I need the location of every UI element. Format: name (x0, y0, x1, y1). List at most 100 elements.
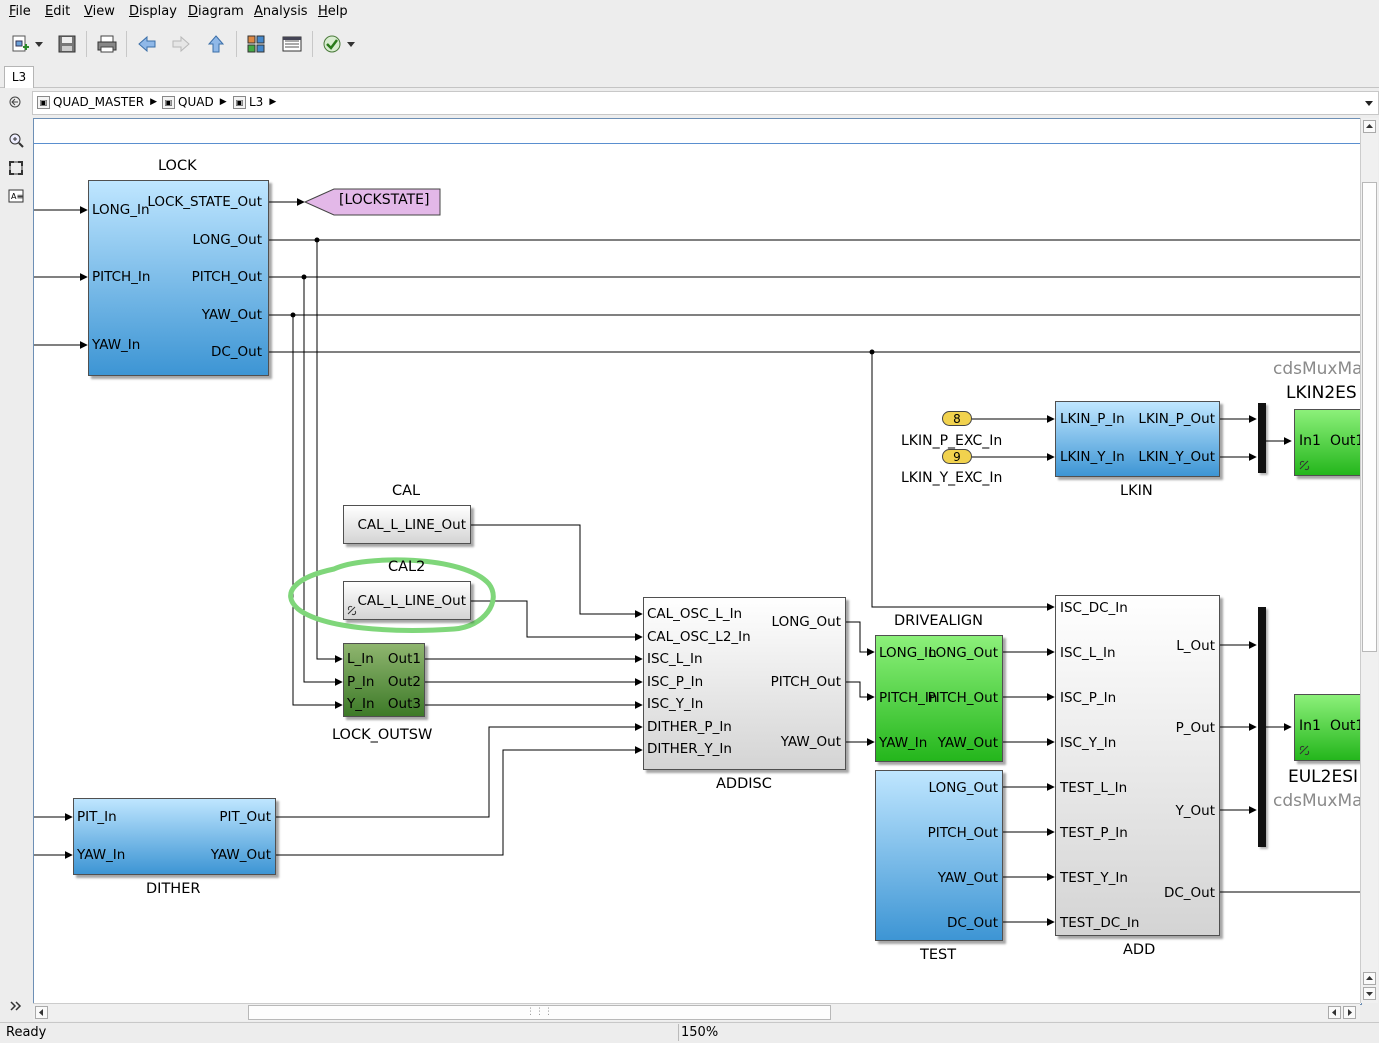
back-arrow-icon[interactable] (135, 32, 159, 56)
canvas-top-border (34, 143, 1361, 144)
drivealign-block[interactable]: LONG_In PITCH_In YAW_In LONG_Out PITCH_O… (875, 635, 1003, 762)
port-cal-osc-l-in: CAL_OSC_L_In (647, 606, 743, 622)
const-9-label: LKIN_Y_EXC_In (901, 470, 1003, 486)
port-lkin-y-out: LKIN_Y_Out (1138, 449, 1215, 465)
library-browser-icon[interactable] (244, 32, 268, 56)
addisc-title: ADDISC (716, 776, 772, 792)
lkin-block[interactable]: LKIN_P_In LKIN_Y_In LKIN_P_Out LKIN_Y_Ou… (1055, 401, 1220, 477)
lockstate-goto-tag[interactable] (304, 188, 444, 218)
port-cal-osc-l2-in: CAL_OSC_L2_In (647, 629, 751, 645)
annotation-icon[interactable]: A≡ (6, 186, 26, 206)
port-y-out: Y_Out (1175, 803, 1215, 819)
breadcrumb-quad-master[interactable]: ▣ QUAD_MASTER ▶ (37, 95, 157, 109)
svg-text:A≡: A≡ (11, 192, 23, 201)
port-yaw-in: YAW_In (879, 735, 928, 751)
scroll-left-icon[interactable] (1328, 1006, 1341, 1019)
menu-help[interactable]: Help (318, 4, 348, 19)
check-dropdown-icon[interactable] (344, 32, 358, 56)
lock-block[interactable]: LONG_In PITCH_In YAW_In LOCK_STATE_Out L… (88, 180, 269, 376)
breadcrumb-dropdown-icon[interactable] (1364, 97, 1374, 112)
fit-view-icon[interactable] (6, 158, 26, 178)
subsystem-icon: ▣ (162, 95, 175, 109)
add-block[interactable]: ISC_DC_In ISC_L_In ISC_P_In ISC_Y_In TES… (1055, 595, 1220, 936)
port-long-out: LONG_Out (192, 232, 262, 248)
port-y-in: Y_In (347, 696, 375, 712)
cal-title: CAL (392, 483, 421, 499)
const-8[interactable]: 8 (942, 411, 972, 426)
horizontal-scroll-thumb[interactable]: ⋮⋮⋮ (248, 1005, 831, 1020)
port-long-out: LONG_Out (928, 780, 998, 796)
expand-palette-icon[interactable] (6, 996, 26, 1016)
hide-explorer-icon[interactable] (8, 95, 22, 109)
dither-block[interactable]: PIT_In YAW_In PIT_Out YAW_Out (73, 798, 276, 875)
port-yaw-out: YAW_Out (201, 307, 262, 323)
model-canvas[interactable]: LOCK LONG_In PITCH_In YAW_In LOCK_STATE_… (33, 118, 1362, 1005)
scroll-down-icon[interactable] (1363, 987, 1376, 1000)
zoom-field: 150% (678, 1024, 1379, 1041)
port-p-out: P_Out (1175, 720, 1215, 736)
scroll-up-icon[interactable] (1363, 972, 1376, 985)
zoom-level: 150% (681, 1025, 719, 1040)
port-long-in: LONG_In (92, 202, 150, 218)
breadcrumb-label: L3 (249, 95, 264, 109)
chevron-right-icon: ▶ (219, 97, 227, 107)
port-dc-out: DC_Out (1163, 885, 1215, 901)
breadcrumb-label: QUAD_MASTER (53, 95, 145, 109)
new-model-icon[interactable] (8, 32, 32, 56)
lockstate-tag-label: [LOCKSTATE] (339, 192, 430, 208)
port-pitch-out: PITCH_Out (927, 690, 998, 706)
up-arrow-icon[interactable] (204, 32, 228, 56)
menu-analysis[interactable]: Analysis (254, 4, 308, 19)
save-icon[interactable] (55, 32, 79, 56)
vertical-scrollbar[interactable] (1360, 118, 1378, 1003)
port-l-out: L_Out (1176, 638, 1215, 654)
drivealign-title: DRIVEALIGN (894, 613, 983, 629)
const-8-label: LKIN_P_EXC_In (901, 433, 1003, 449)
vertical-scroll-thumb[interactable] (1362, 182, 1377, 652)
addisc-block[interactable]: CAL_OSC_L_In CAL_OSC_L2_In ISC_L_In ISC_… (643, 597, 846, 770)
signal-lines (34, 198, 1361, 926)
new-dropdown-icon[interactable] (32, 32, 46, 56)
port-l-in: L_In (347, 651, 374, 667)
port-test-dc-in: TEST_DC_In (1060, 915, 1140, 931)
test-block[interactable]: LONG_Out PITCH_Out YAW_Out DC_Out (875, 770, 1003, 941)
breadcrumb-l3[interactable]: ▣ L3 ▶ (233, 95, 276, 109)
lkin2esd-block[interactable]: In1 Out1 (1294, 409, 1361, 476)
test-title: TEST (920, 947, 957, 963)
breadcrumb-quad[interactable]: ▣ QUAD ▶ (162, 95, 227, 109)
port-p-in: P_In (347, 674, 375, 690)
menu-diagram[interactable]: Diagram (188, 4, 244, 19)
menu-file[interactable]: File (9, 4, 31, 19)
print-icon[interactable] (95, 32, 119, 56)
menu-edit[interactable]: Edit (45, 4, 71, 19)
scroll-right-icon[interactable] (1343, 1006, 1356, 1019)
zoom-icon[interactable] (6, 130, 26, 150)
mux-add[interactable] (1258, 607, 1266, 847)
forward-arrow-icon[interactable] (169, 32, 193, 56)
tab-l3[interactable]: L3 (4, 66, 34, 88)
port-pitch-out: PITCH_Out (927, 825, 998, 841)
model-explorer-icon[interactable] (280, 32, 304, 56)
check-model-icon[interactable] (320, 32, 344, 56)
cal-block[interactable]: CAL_L_LINE_Out (343, 505, 471, 544)
scroll-left-icon[interactable] (35, 1006, 48, 1019)
tool-palette: A≡ (0, 118, 32, 1022)
eul2esd-mask-label: cdsMuxMa (1273, 791, 1362, 811)
menu-view[interactable]: View (84, 4, 115, 19)
scroll-up-icon[interactable] (1363, 120, 1376, 133)
port-yaw-out: YAW_Out (780, 734, 841, 750)
port-yaw-in: YAW_In (92, 337, 141, 353)
library-link-icon (1299, 745, 1310, 756)
port-out2: Out2 (387, 674, 421, 690)
horizontal-scrollbar[interactable]: ⋮⋮⋮ (33, 1003, 1360, 1021)
cal2-block[interactable]: CAL_L_LINE_Out (343, 581, 471, 620)
eul2esd-block[interactable]: In1 Out1 (1294, 694, 1361, 761)
mux-lkin[interactable] (1258, 403, 1266, 473)
lock-outsw-block[interactable]: L_In P_In Y_In Out1 Out2 Out3 (343, 643, 425, 717)
port-pitch-in: PITCH_In (92, 269, 151, 285)
port-out1: Out1 (387, 651, 421, 667)
menu-display[interactable]: Display (129, 4, 177, 19)
breadcrumb-bar: ▣ QUAD_MASTER ▶ ▣ QUAD ▶ ▣ L3 ▶ (0, 88, 1379, 116)
const-9[interactable]: 9 (942, 449, 972, 464)
chevron-right-icon: ▶ (269, 97, 277, 107)
